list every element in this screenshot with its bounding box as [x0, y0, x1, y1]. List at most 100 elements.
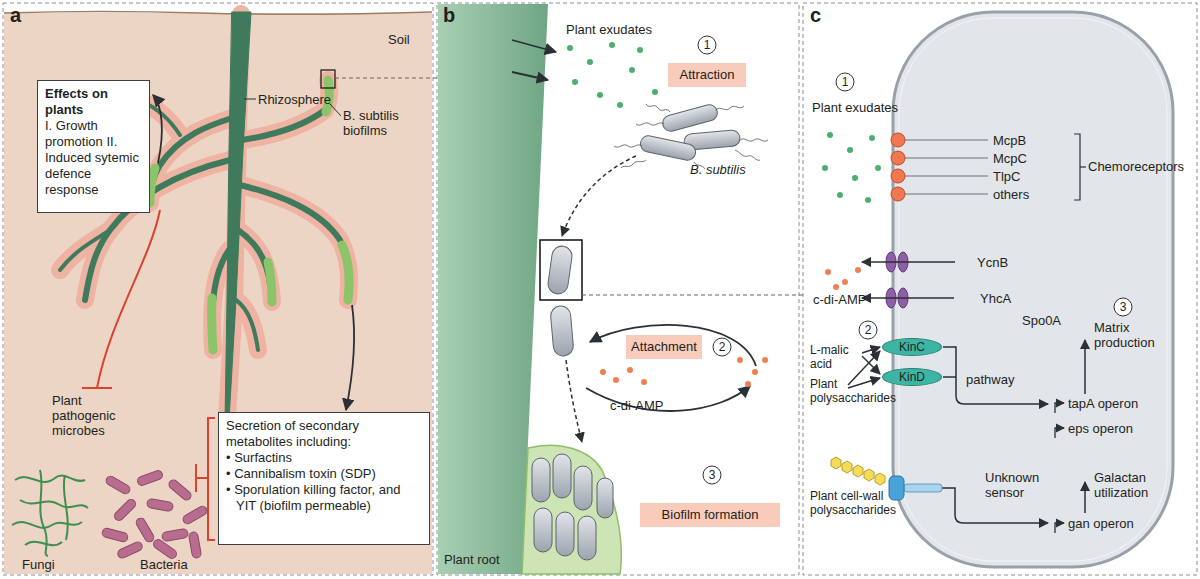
- bracket: [1074, 134, 1080, 200]
- bacteria: [146, 498, 173, 511]
- callout-number: 1: [836, 73, 854, 91]
- chemoreceptor: [891, 133, 905, 201]
- biofilm: [150, 80, 349, 350]
- soil: [4, 12, 432, 15]
- inhibition-line: [82, 387, 112, 389]
- receptor-line: [905, 140, 988, 141]
- organism-label: Plant pathogenic microbes: [52, 393, 132, 438]
- exudate-dot: [852, 175, 858, 181]
- panel-border: [3, 3, 1197, 575]
- structure-label: Plant root: [444, 552, 524, 567]
- callout-circle: [1114, 298, 1132, 316]
- plant-root: [240, 185, 349, 300]
- exudate-dot: [875, 165, 881, 171]
- pathway-label: pathway: [966, 372, 1026, 387]
- rhizosphere-halo: [60, 230, 110, 270]
- bacterium: [550, 305, 574, 357]
- exudate-dot: [827, 132, 833, 138]
- exudate-dot: [629, 67, 635, 73]
- pathway-arrow: [862, 347, 880, 353]
- panel-letter: a: [10, 4, 30, 26]
- molecule-label: c-di-AMP: [813, 292, 893, 307]
- effect-arrow: [153, 95, 354, 410]
- inhibition-line: [97, 210, 160, 388]
- c-di-amp-dot: [855, 267, 861, 273]
- exudate-dot: [597, 92, 603, 98]
- bacteria: [113, 498, 138, 523]
- polysaccharide-chain: [842, 461, 852, 473]
- biofilm: [522, 445, 621, 574]
- panel-border: [803, 3, 1197, 575]
- signal-arrow: [590, 325, 756, 366]
- biofilm: [578, 516, 596, 560]
- node-text: I. Growth promotion II. Induced sytemic …: [45, 118, 142, 198]
- soil: [4, 12, 432, 575]
- exudate-arrow: [512, 40, 556, 52]
- bacterium: [639, 134, 697, 161]
- secretion-box: Secretion of secondary metabolites inclu…: [218, 412, 430, 545]
- pathway-arrow: [862, 297, 954, 299]
- flagellum: [614, 104, 768, 169]
- fungi: [40, 470, 48, 556]
- kinase-oval: KinD: [882, 368, 942, 386]
- biofilm: [342, 245, 349, 300]
- structure-label: Rhizosphere: [258, 92, 348, 107]
- biofilm: [597, 478, 613, 518]
- c-di-amp-dot: [737, 357, 743, 363]
- c-di-amp-dot: [641, 379, 647, 385]
- sensor: [904, 484, 942, 492]
- biofilm: [212, 298, 213, 350]
- exudate-dot: [637, 47, 643, 53]
- node-text: Biofilm formation: [662, 507, 759, 523]
- bacterium: [547, 103, 741, 357]
- flagellum: [636, 123, 664, 125]
- pathway-arrow: [848, 378, 880, 388]
- callout-number: 1: [698, 36, 716, 54]
- c-di-amp-dot: [833, 284, 839, 290]
- molecule-label: Plant polysaccharides: [810, 377, 905, 405]
- flagellum: [614, 145, 642, 147]
- biofilm: [150, 168, 155, 203]
- gene-symbol: [1055, 403, 1064, 533]
- effect-arrow: [330, 104, 341, 116]
- flagellum: [646, 104, 670, 112]
- gene-label: tapA operon: [1068, 396, 1168, 411]
- fungi: [25, 542, 62, 546]
- c-di-amp-dot: [613, 377, 619, 383]
- rhizosphere-halo: [236, 300, 258, 350]
- cell: [893, 12, 1173, 567]
- protein-label: TlpC: [993, 169, 1053, 184]
- bacteria: [152, 538, 178, 560]
- rhizosphere-halo: [242, 80, 329, 140]
- inhibition-line: [82, 210, 215, 540]
- callout-circle: [859, 321, 877, 339]
- zoom-frame: [582, 294, 803, 295]
- c-di-amp-dot: [627, 367, 633, 373]
- gene-label: eps operon: [1068, 421, 1168, 436]
- transporter: [886, 252, 908, 308]
- panel-border: [3, 3, 433, 575]
- receptor-line: [905, 176, 988, 177]
- chemoreceptor: [891, 169, 905, 183]
- pathway-arrow: [943, 347, 1048, 404]
- inhibition-line: [196, 477, 208, 479]
- node-text: • Surfactins: [226, 450, 422, 466]
- polysaccharide-chain: [864, 469, 874, 481]
- biofilm: [532, 454, 613, 560]
- inhibition-line: [208, 418, 215, 540]
- flagellum: [716, 106, 744, 110]
- pathway-arrow: [943, 376, 956, 378]
- molecule-label: c-di-AMP: [610, 398, 690, 413]
- gene-symbol: [1055, 403, 1064, 413]
- callout-number: 3: [1114, 298, 1132, 316]
- soil: [4, 13, 432, 574]
- movement-arrow: [562, 156, 636, 236]
- movement-arrow: [566, 360, 582, 442]
- callout-circle: [698, 36, 1132, 484]
- fungi: [64, 475, 68, 540]
- exudate-dot: [609, 42, 615, 48]
- fungi: [12, 522, 82, 528]
- organism-label: Fungi: [22, 557, 72, 572]
- soil-label: Soil: [388, 32, 433, 47]
- node-text: KinC: [899, 339, 925, 355]
